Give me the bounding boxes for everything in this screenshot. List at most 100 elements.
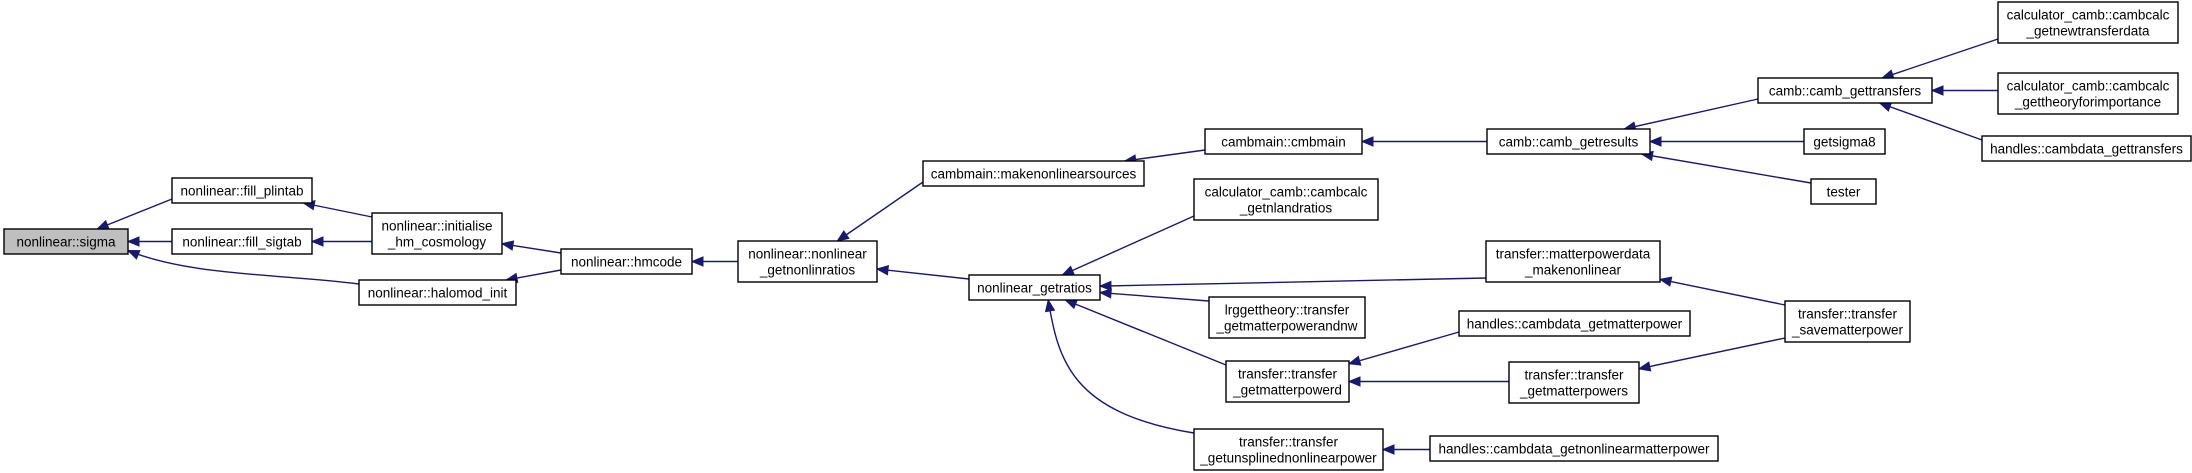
edge-getunsplinednonlinearpower-to-nonlinear-getratios xyxy=(1044,298,1195,434)
node-label: _savematterpower xyxy=(1791,323,1904,338)
edge-cambdata-gettransfers-to-camb-gettransfers xyxy=(1878,101,1983,141)
arrowhead xyxy=(126,249,141,260)
graph-node-getunsplinednonlinearpower[interactable]: transfer::transfer_getunsplinednonlinear… xyxy=(1193,428,1384,471)
graph-node-getnlandratios[interactable]: calculator_camb::cambcalc_getnlandratios xyxy=(1193,178,1379,221)
node-box[interactable] xyxy=(1981,135,2192,162)
arrowhead xyxy=(1658,276,1673,287)
arrowhead xyxy=(310,236,324,247)
node-label: transfer::transfer xyxy=(1239,435,1339,450)
edge-hmcode-to-initialise xyxy=(500,240,562,254)
node-label: camb::camb_gettransfers xyxy=(1769,84,1922,99)
node-box[interactable] xyxy=(3,228,129,255)
node-box[interactable] xyxy=(1810,178,1877,205)
node-box[interactable] xyxy=(1486,128,1651,155)
edge-line xyxy=(1624,98,1759,130)
graph-node-getsigma8[interactable]: getsigma8 xyxy=(1803,128,1886,155)
node-label: handles::cambdata_getnonlinearmatterpowe… xyxy=(1439,442,1710,457)
node-box[interactable] xyxy=(1429,435,1719,462)
arrowhead xyxy=(1637,361,1652,372)
node-box[interactable] xyxy=(1193,428,1384,471)
node-box[interactable] xyxy=(1225,360,1350,403)
node-box[interactable] xyxy=(1803,128,1886,155)
edge-line xyxy=(96,198,173,230)
graph-node-fill-sigtab[interactable]: nonlinear::fill_sigtab xyxy=(171,228,313,255)
node-label: calculator_camb::cambcalc xyxy=(2007,8,2170,23)
arrowhead xyxy=(126,236,140,247)
node-box[interactable] xyxy=(737,240,878,283)
arrowhead xyxy=(1878,101,1893,112)
edge-line xyxy=(1879,102,1983,141)
arrowhead xyxy=(1360,136,1374,147)
node-box[interactable] xyxy=(560,248,693,275)
node-label: _getunsplinednonlinearpower xyxy=(1199,451,1377,466)
arrowhead xyxy=(1930,85,1944,96)
arrowhead xyxy=(1381,444,1395,455)
node-box[interactable] xyxy=(1508,361,1640,404)
edge-line xyxy=(1099,277,1487,287)
node-label: transfer::matterpowerdata xyxy=(1496,247,1651,262)
graph-node-fill-plintab[interactable]: nonlinear::fill_plintab xyxy=(171,177,313,204)
arrowhead xyxy=(1648,136,1662,147)
graph-node-nonlinear-getratios[interactable]: nonlinear_getratios xyxy=(968,274,1101,301)
graph-node-getmatterpowers[interactable]: transfer::transfer_getmatterpowers xyxy=(1508,361,1640,404)
graph-node-sigma[interactable]: nonlinear::sigma xyxy=(3,228,129,255)
edge-makenonlinearsources-to-getnonlinratios xyxy=(836,181,924,242)
node-label: calculator_camb::cambcalc xyxy=(2007,79,2170,94)
graph-node-hmcode[interactable]: nonlinear::hmcode xyxy=(560,248,693,275)
node-box[interactable] xyxy=(1757,77,1933,104)
arrowhead xyxy=(95,219,110,230)
graph-node-tester[interactable]: tester xyxy=(1810,178,1877,205)
graph-node-cambdata-gettransfers[interactable]: handles::cambdata_gettransfers xyxy=(1981,135,2192,162)
edge-camb-getresults-to-cmbmain xyxy=(1360,136,1487,147)
node-box[interactable] xyxy=(1485,240,1661,283)
node-box[interactable] xyxy=(1208,296,1366,339)
edge-line xyxy=(127,249,360,285)
edge-line xyxy=(1062,215,1195,276)
node-label: nonlinear_getratios xyxy=(977,281,1092,296)
graph-node-getnewtransferdata[interactable]: calculator_camb::cambcalc_getnewtransfer… xyxy=(1997,1,2179,44)
node-box[interactable] xyxy=(1204,128,1363,155)
node-label: _gettheoryforimportance xyxy=(2014,95,2161,110)
edge-getsigma8-to-camb-getresults xyxy=(1648,136,1804,147)
node-box[interactable] xyxy=(968,274,1101,301)
graph-node-gettheoryforimportance[interactable]: calculator_camb::cambcalc_gettheoryforim… xyxy=(1997,72,2179,115)
node-label: _makenonlinear xyxy=(1524,263,1622,278)
node-label: _hm_cosmology xyxy=(387,235,487,250)
node-box[interactable] xyxy=(922,160,1145,187)
graph-node-cambdata-getnonlinearmatterpower[interactable]: handles::cambdata_getnonlinearmatterpowe… xyxy=(1429,435,1719,462)
graph-node-camb-getresults[interactable]: camb::camb_getresults xyxy=(1486,128,1651,155)
graph-node-cambdata-getmatterpower[interactable]: handles::cambdata_getmatterpower xyxy=(1458,310,1691,337)
graph-node-camb-gettransfers[interactable]: camb::camb_gettransfers xyxy=(1757,77,1933,104)
edge-line xyxy=(1659,278,1786,306)
graph-node-savematterpower[interactable]: transfer::transfer_savematterpower xyxy=(1784,300,1911,343)
graph-node-makenonlinearsources[interactable]: cambmain::makenonlinearsources xyxy=(922,160,1145,187)
edge-nonlinear-getratios-to-getnonlinratios xyxy=(875,265,970,280)
edge-getmatterpowers-to-getmatterpowerd xyxy=(1347,376,1509,387)
node-label: nonlinear::halomod_init xyxy=(368,286,508,301)
node-label: nonlinear::fill_plintab xyxy=(180,184,303,199)
node-box[interactable] xyxy=(1193,178,1379,221)
arrowhead xyxy=(1098,288,1112,299)
node-box[interactable] xyxy=(1784,300,1911,343)
graph-node-getnonlinratios[interactable]: nonlinear::nonlinear_getnonlinratios xyxy=(737,240,878,283)
arrowhead xyxy=(500,240,515,251)
node-box[interactable] xyxy=(1458,310,1691,337)
graph-node-halomod-init[interactable]: nonlinear::halomod_init xyxy=(358,279,517,306)
edge-getnlandratios-to-nonlinear-getratios xyxy=(1061,215,1195,276)
node-box[interactable] xyxy=(358,279,517,306)
node-label: nonlinear::initialise xyxy=(381,219,492,234)
graph-node-makenonlinear[interactable]: transfer::matterpowerdata_makenonlinear xyxy=(1485,240,1661,283)
graph-node-getmatterpowerd[interactable]: transfer::transfer_getmatterpowerd xyxy=(1225,360,1350,403)
node-box[interactable] xyxy=(1997,1,2179,44)
node-box[interactable] xyxy=(1997,72,2179,115)
node-box[interactable] xyxy=(171,228,313,255)
graph-node-cmbmain[interactable]: cambmain::cmbmain xyxy=(1204,128,1363,155)
graph-node-initialise[interactable]: nonlinear::initialise_hm_cosmology xyxy=(371,212,503,255)
node-box[interactable] xyxy=(371,212,503,255)
edge-line xyxy=(1099,291,1210,302)
node-label: calculator_camb::cambcalc xyxy=(1205,185,1368,200)
node-box[interactable] xyxy=(171,177,313,204)
graph-node-getmatterpowerandnw[interactable]: lrggettheory::transfer_getmatterpowerand… xyxy=(1208,296,1366,339)
node-label: nonlinear::hmcode xyxy=(571,255,682,270)
